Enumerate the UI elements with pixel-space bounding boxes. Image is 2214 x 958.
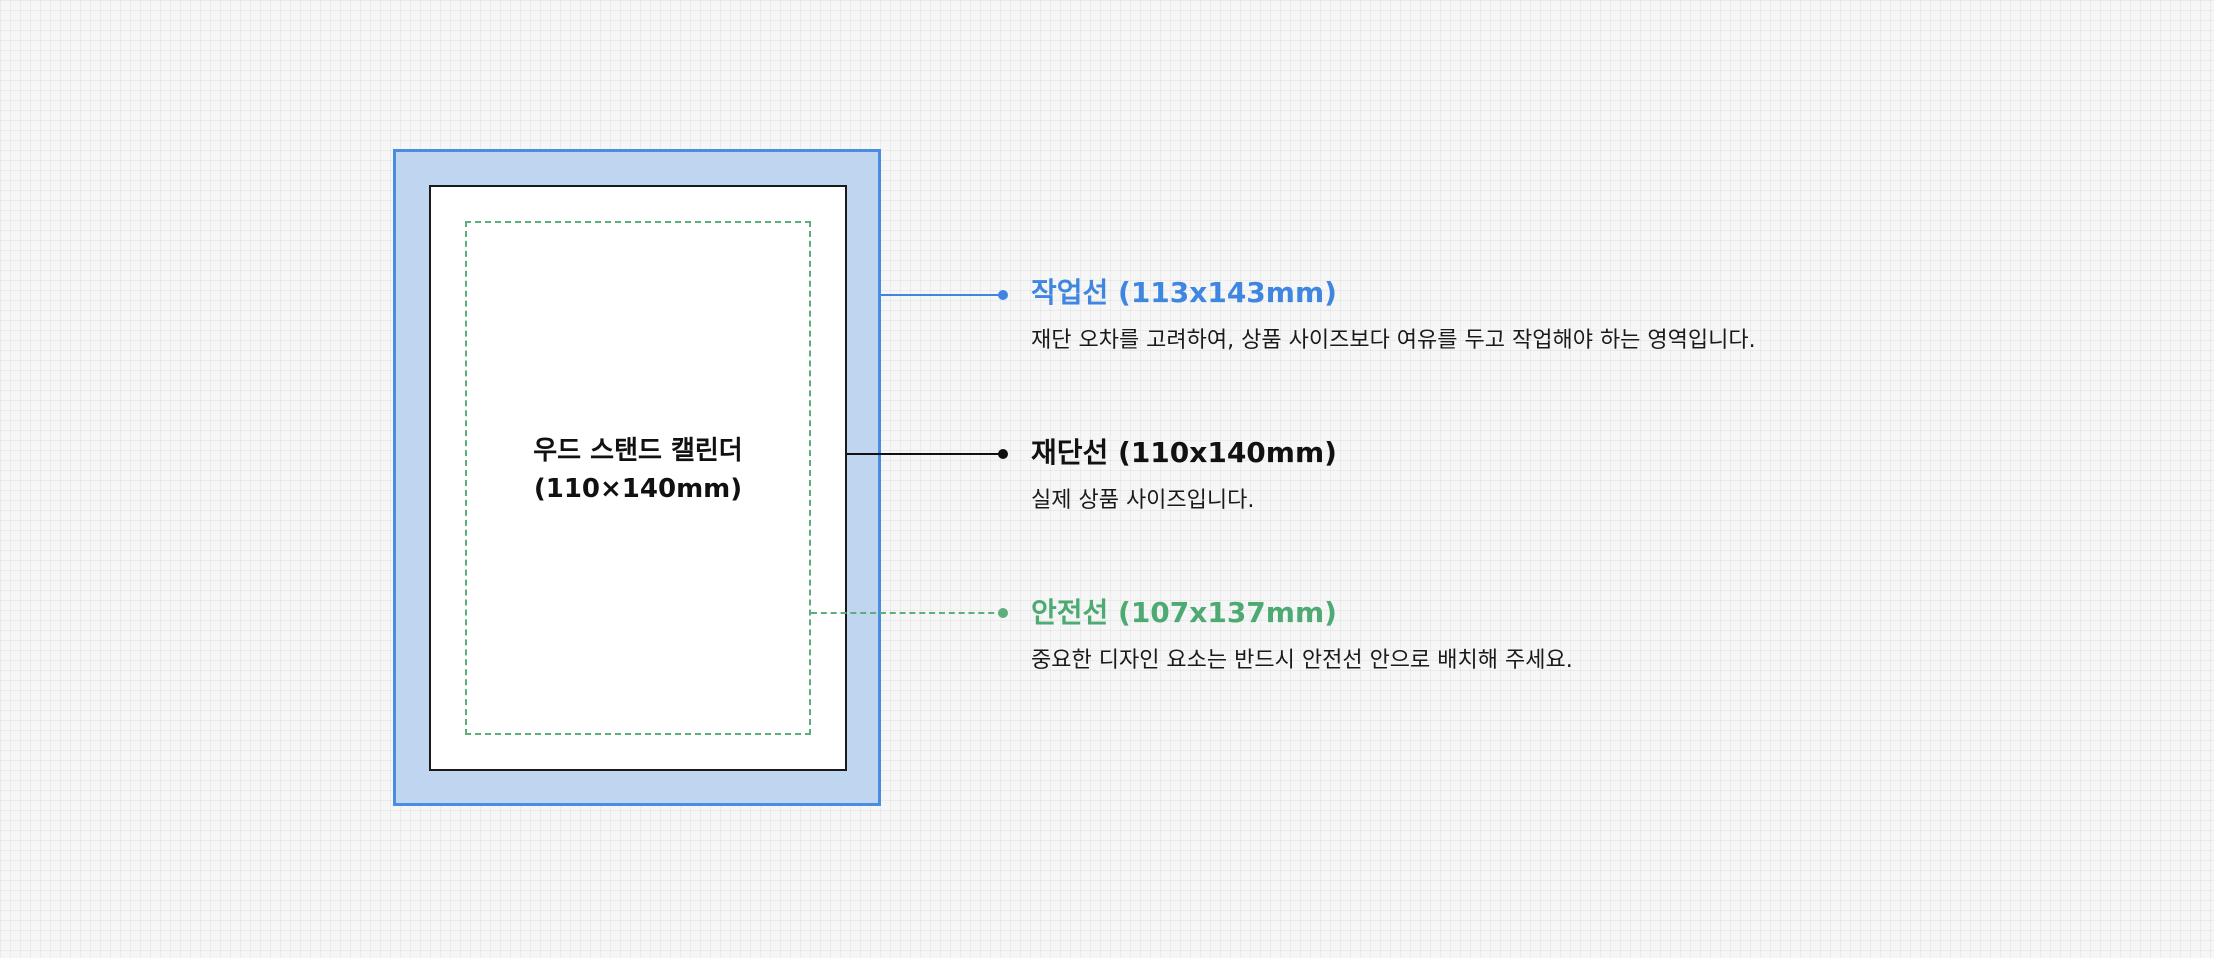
work-line-description: 재단 오차를 고려하여, 상품 사이즈보다 여유를 두고 작업해야 하는 영역입… [1031, 328, 1756, 353]
product-size: (110×140mm) [533, 474, 743, 504]
safe-area-box [465, 221, 811, 735]
safe-line-dot-icon [998, 608, 1008, 618]
trim-line-description: 실제 상품 사이즈입니다. [1031, 488, 1255, 513]
work-line-dot-icon [998, 290, 1008, 300]
product-name: 우드 스탠드 캘린더 [533, 436, 743, 466]
product-label: 우드 스탠드 캘린더 (110×140mm) [465, 432, 811, 508]
safe-line-leader [811, 612, 1004, 614]
trim-line-title: 재단선 (110x140mm) [1031, 436, 1337, 469]
trim-area-box [429, 185, 847, 771]
work-line-title: 작업선 (113x143mm) [1031, 276, 1337, 309]
trim-line-leader [847, 453, 1004, 455]
trim-line-dot-icon [998, 449, 1008, 459]
safe-line-description: 중요한 디자인 요소는 반드시 안전선 안으로 배치해 주세요. [1031, 648, 1573, 673]
safe-line-title: 안전선 (107x137mm) [1031, 596, 1337, 629]
work-line-leader [881, 294, 1004, 296]
